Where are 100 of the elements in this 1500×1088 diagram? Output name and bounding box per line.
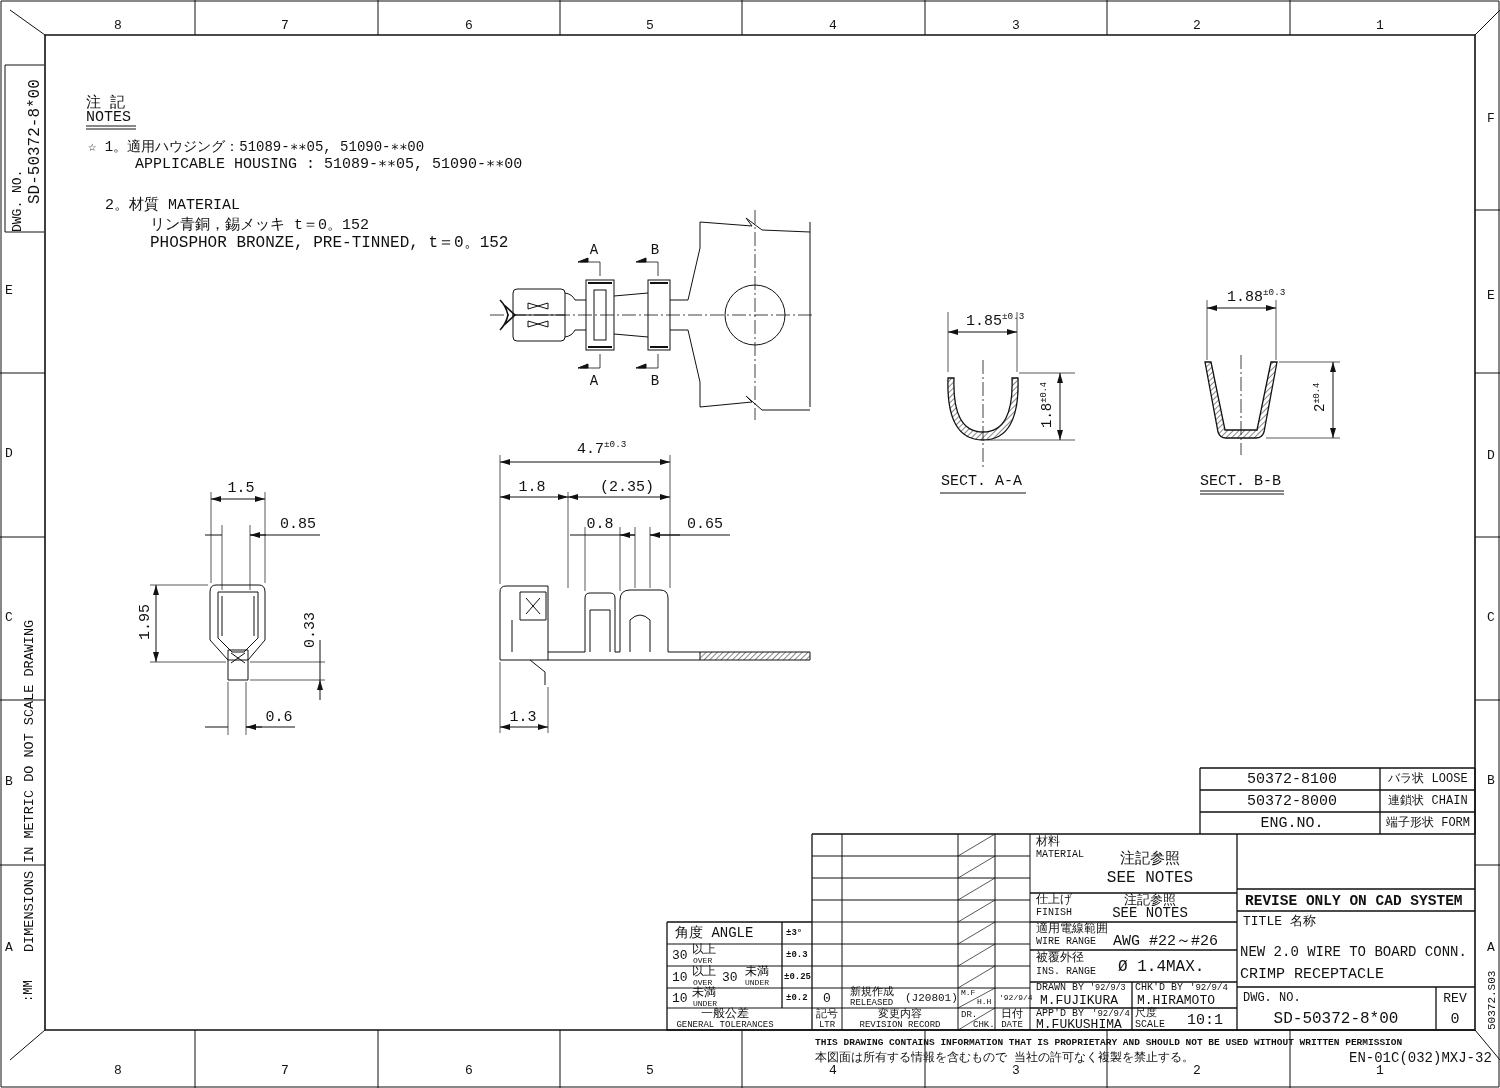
zone-marker: 1 xyxy=(1376,1063,1384,1077)
title-block-text: CHK'D BY xyxy=(1135,983,1183,993)
dimension-value: 1.3 xyxy=(509,709,537,725)
zone-marker: 8 xyxy=(114,1063,122,1077)
title-block-text: MATERIAL xyxy=(1036,850,1084,860)
title-block-text: WIRE RANGE xyxy=(1036,937,1096,947)
section-cut-letter: A xyxy=(589,374,599,388)
title-block-text: Ø 1.4MAX. xyxy=(1118,959,1205,975)
dimension-value: 0.85 xyxy=(280,516,316,532)
title-block-text: FINISH xyxy=(1036,908,1072,918)
title-block-text: 0 xyxy=(1450,1011,1460,1027)
title-block-text: DR. xyxy=(961,1010,978,1020)
title-block-text: NEW 2.0 WIRE TO BOARD CONN. xyxy=(1240,945,1467,959)
title-block-text: 0 xyxy=(823,991,831,1005)
title-block-text: ±0.25 xyxy=(784,972,811,982)
margin-note: :MM xyxy=(23,980,35,1002)
title-block-text: 以上 xyxy=(692,944,716,956)
zone-marker: 1 xyxy=(1376,18,1384,32)
zone-marker: F xyxy=(1487,111,1495,125)
zone-marker: 3 xyxy=(1012,18,1020,32)
title-block-text: CHK. xyxy=(973,1020,995,1030)
title-block-text: 未満 xyxy=(692,987,716,999)
title-block-text: 新規作成 xyxy=(850,986,894,998)
zone-marker: A xyxy=(5,940,13,954)
title-block-text: AWG #22～#26 xyxy=(1113,933,1218,949)
title-block-text: 尺度 xyxy=(1135,1007,1157,1019)
dimension-value: 1.85$^{±0.3}$ xyxy=(966,313,1025,329)
note-text: 2。材質 MATERIAL xyxy=(105,197,240,213)
zone-marker: 2 xyxy=(1193,1063,1201,1077)
zone-marker: 3 xyxy=(1012,1063,1020,1077)
zone-marker: B xyxy=(1487,773,1495,787)
title-block-text: OVER xyxy=(693,979,713,987)
zone-marker: D xyxy=(5,446,13,460)
title-block-text: '92/9/4 xyxy=(1092,1009,1130,1019)
section-cut-letter: B xyxy=(650,243,660,257)
title-block-text: 被覆外径 xyxy=(1036,952,1084,964)
margin-note: SD-50372-8*00 xyxy=(27,79,43,204)
note-text: 注 記 xyxy=(86,95,125,111)
title-block-text: 日付 xyxy=(1001,1008,1023,1020)
zone-marker: 7 xyxy=(281,1063,289,1077)
title-block-text: (J20801) xyxy=(905,992,958,1004)
dimension-value: 4.7$^{±0.3}$ xyxy=(577,441,627,457)
dimension-value: 0.6 xyxy=(265,709,293,725)
title-block-text: 10 xyxy=(672,991,688,1005)
title-block-text: M.FUKUSHIMA xyxy=(1036,1017,1122,1031)
zone-marker: E xyxy=(5,283,13,297)
dimension-value: 1.5 xyxy=(227,480,255,496)
section-cut-letter: B xyxy=(650,374,660,388)
title-block-text: RELEASED xyxy=(850,998,894,1008)
title-block-text: 10 xyxy=(672,970,688,984)
title-block-text: REV xyxy=(1443,991,1467,1005)
title-block-text: 仕上げ xyxy=(1036,894,1072,906)
title-block-text: ±0.2 xyxy=(786,993,808,1003)
title-block-text: UNDER xyxy=(745,979,769,987)
zone-marker: E xyxy=(1487,288,1495,302)
title-block-text: M.FUJIKURA xyxy=(1040,993,1118,1007)
footer-text: 本図面は所有する情報を含むもので 当社の許可なく複製を禁止する。 xyxy=(815,1052,1195,1064)
title-block-text: '92/9/4 xyxy=(999,994,1033,1002)
title-block-text: 角度 ANGLE xyxy=(675,926,754,940)
zone-marker: 7 xyxy=(281,18,289,32)
zone-marker: 2 xyxy=(1193,18,1201,32)
zone-marker: C xyxy=(1487,610,1495,624)
title-block-text: SEE NOTES xyxy=(1106,870,1194,886)
title-block-text: M.HIRAMOTO xyxy=(1137,993,1215,1007)
section-cut-letter: A xyxy=(589,243,599,257)
section-title: SECT. B-B xyxy=(1200,473,1281,489)
dimension-value: 1.8 xyxy=(518,479,546,495)
title-block-text: REVISION RECORD xyxy=(859,1020,941,1030)
title-block-text: 注記参照 xyxy=(1120,851,1180,867)
note-text: NOTES xyxy=(86,109,131,125)
title-block-text: 30 xyxy=(672,948,688,962)
note-text: ☆ 1。適用ハウジング：51089-∗∗05, 51090-∗∗00 xyxy=(88,140,425,154)
title-block-text: SCALE xyxy=(1135,1020,1165,1030)
footer-text: EN-01C(032)MXJ-32 xyxy=(1349,1051,1492,1065)
margin-note: DIMENSIONS IN METRIC DO NOT SCALE DRAWING xyxy=(23,619,37,952)
note-text: APPLICABLE HOUSING : 51089-∗∗05, 51090-∗∗00 xyxy=(135,156,523,172)
title-block-text: CRIMP RECEPTACLE xyxy=(1240,966,1385,982)
title-block-text: M.F xyxy=(961,989,976,997)
dimension-value: 0.33 xyxy=(303,612,318,648)
zone-marker: D xyxy=(1487,448,1495,462)
title-block-text: APP'D BY xyxy=(1036,1009,1084,1019)
title-block-text: 30 xyxy=(722,970,738,984)
dimension-value: 1.95 xyxy=(138,604,153,640)
title-block-text: 材料 xyxy=(1036,836,1060,848)
title-block-text: SD-50372-8*00 xyxy=(1273,1011,1399,1027)
margin-note: 50372.S03 xyxy=(1487,970,1498,1030)
zone-marker: 5 xyxy=(646,1063,654,1077)
title-block-text: 変更内容 xyxy=(878,1008,922,1020)
title-block-text: OVER xyxy=(693,957,713,965)
title-block-text: REVISE ONLY ON CAD SYSTEM xyxy=(1245,893,1463,909)
margin-note: DWG. NO. xyxy=(11,169,24,232)
zone-marker: A xyxy=(1487,940,1495,954)
title-block-text: バラ状 LOOSE xyxy=(1388,773,1468,785)
section-title: SECT. A-A xyxy=(941,473,1022,489)
zone-marker: 6 xyxy=(465,1063,473,1077)
title-block-text: 端子形状 FORM xyxy=(1386,817,1470,829)
title-block-text: GENERAL TOLERANCES xyxy=(676,1020,774,1030)
title-block-text: 連鎖状 CHAIN xyxy=(1388,795,1468,807)
title-block-text: 記号 xyxy=(816,1008,838,1020)
zone-marker: 4 xyxy=(829,18,837,32)
